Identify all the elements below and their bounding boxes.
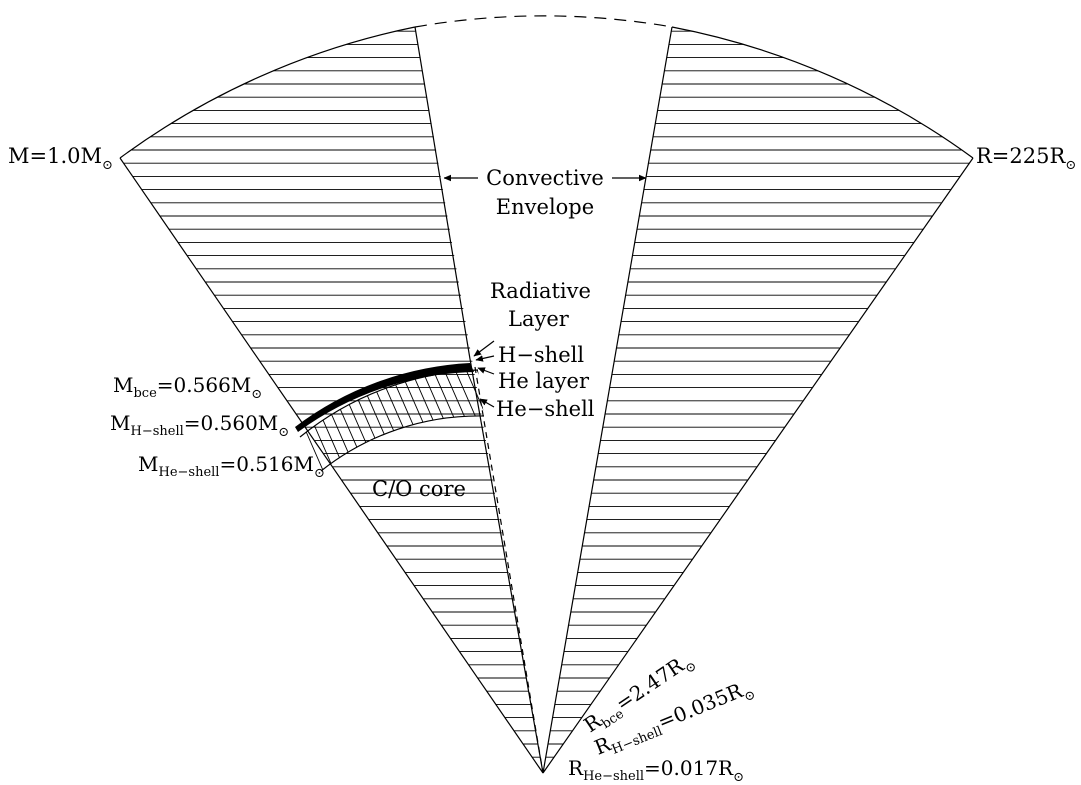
m-h-shell-label: MH−shell=0.560M⊙ [110, 411, 289, 440]
hatch-diagonal-line [331, 370, 403, 471]
hatch-diagonal-line [386, 370, 458, 471]
convective-boundary-left-inner [469, 358, 544, 774]
convective-label-line2: Envelope [496, 195, 594, 219]
radiative-label-line2: Layer [508, 307, 570, 331]
outer-arc-right [671, 26, 974, 159]
outer-arc-dashed [414, 15, 673, 28]
convective-boundary-left [414, 26, 471, 360]
dashed-core-edge [474, 366, 544, 774]
outer-arc-left [119, 26, 416, 159]
hatch-diagonal-line [353, 370, 425, 471]
wedge-left-edge [119, 157, 544, 774]
total-radius-label: R=225R⊙ [976, 144, 1076, 173]
arrow-he-layer [478, 368, 495, 375]
he-layer-label: He layer [498, 369, 590, 393]
hatch-diagonal-line [342, 370, 414, 471]
arrow-h-shell [476, 356, 495, 360]
right-envelope-hatching [543, 30, 973, 771]
convective-label-line1: Convective [486, 166, 604, 190]
hatch-diagonal-line [375, 370, 447, 471]
core-boundary-arc [320, 415, 485, 472]
arrow-he-shell [480, 398, 495, 408]
hatch-diagonal-line [364, 370, 436, 471]
core-label: C/O core [372, 477, 466, 501]
radiative-label-line1: Radiative [490, 279, 591, 303]
he-shell-label: He−shell [496, 397, 595, 421]
m-bce-label: Mbce=0.566M⊙ [113, 373, 262, 402]
convective-boundary-right [542, 26, 673, 774]
total-mass-label: M=1.0M⊙ [8, 144, 113, 173]
he-shell-outer-arc [299, 369, 479, 438]
h-shell-ring [295, 363, 474, 432]
left-envelope-hatching [120, 30, 543, 771]
wedge-right-edge [542, 157, 974, 774]
r-he-shell-label: RHe−shell=0.017R⊙ [568, 756, 744, 785]
hatch-diagonal-line [309, 370, 381, 471]
m-he-shell-label: MHe−shell=0.516M⊙ [138, 452, 325, 481]
hatch-diagonal-line [320, 370, 392, 471]
arrow-radiative [474, 340, 495, 357]
h-shell-label: H−shell [498, 343, 584, 367]
hatch-diagonal-line [300, 370, 370, 471]
